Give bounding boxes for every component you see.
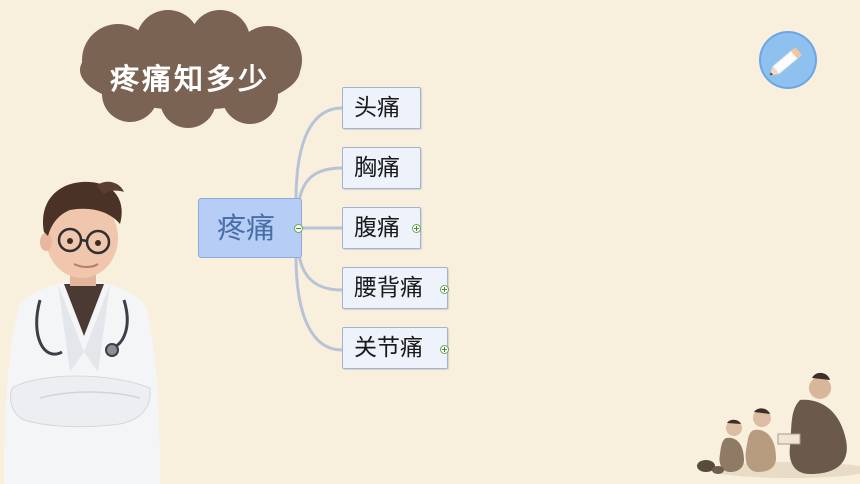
pencil-button[interactable] [758, 30, 818, 90]
connector-2 [296, 166, 344, 212]
ancient-scholars-illustration [697, 372, 860, 478]
doctor-illustration [4, 181, 160, 484]
title-cloud: 疼痛知多少 [70, 8, 310, 130]
branch-node-back-pain[interactable]: 腰背痛 [342, 267, 448, 309]
cloud-shape [80, 10, 302, 128]
root-label: 疼痛 [216, 210, 275, 245]
branch-label: 胸痛 [354, 154, 400, 181]
branch-label: 头痛 [354, 94, 400, 121]
page-title: 疼痛知多少 [109, 62, 270, 96]
mindmap-root-node[interactable]: 疼痛 [198, 198, 302, 258]
branch-node-abdominal-pain[interactable]: 腹痛 [342, 207, 421, 249]
expand-toggle-icon[interactable] [440, 285, 449, 294]
connector-4 [296, 244, 344, 292]
branch-label: 腹痛 [354, 214, 400, 241]
pencil-icon [759, 31, 817, 89]
expand-toggle-icon[interactable] [412, 224, 421, 233]
branch-node-headache[interactable]: 头痛 [342, 87, 421, 129]
connector-5 [294, 254, 344, 352]
branch-node-chest-pain[interactable]: 胸痛 [342, 147, 421, 189]
expand-toggle-icon[interactable] [440, 345, 449, 354]
root-collapse-toggle-icon[interactable] [294, 224, 303, 233]
branch-label: 腰背痛 [354, 274, 423, 301]
branch-node-joint-pain[interactable]: 关节痛 [342, 327, 448, 369]
connector-1 [294, 106, 344, 202]
branch-label: 关节痛 [354, 334, 423, 361]
